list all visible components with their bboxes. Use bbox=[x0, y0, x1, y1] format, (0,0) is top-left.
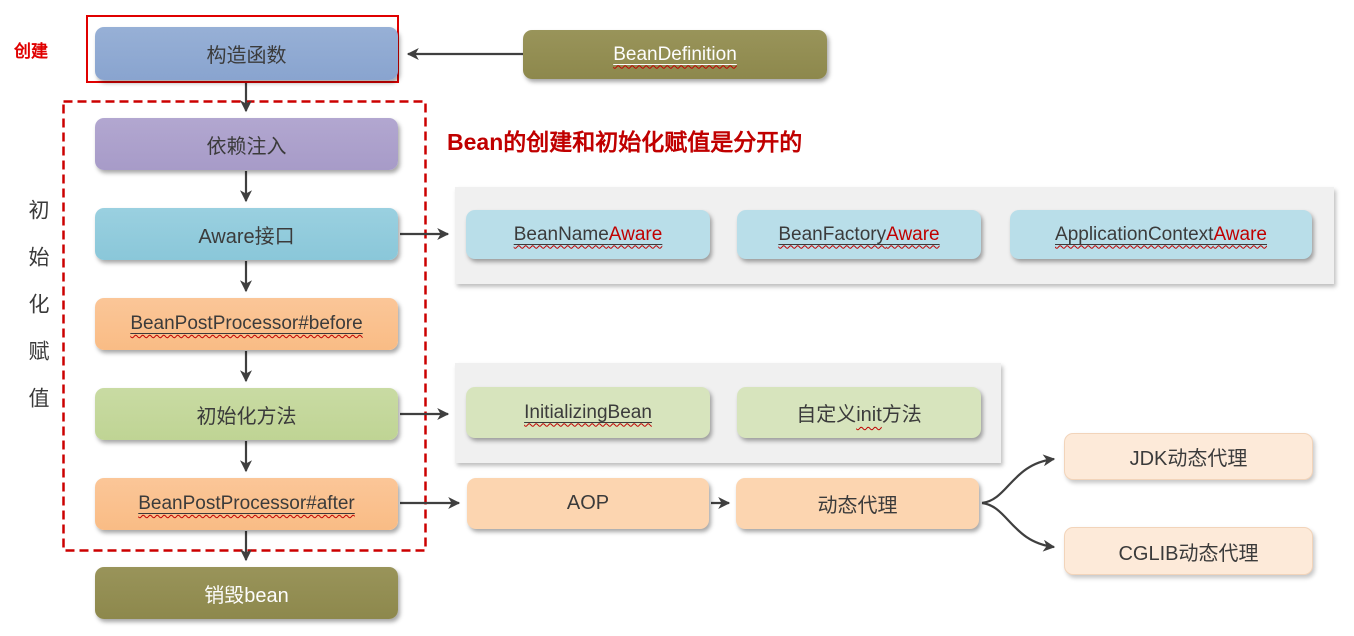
constructor-box: 构造函数 bbox=[95, 27, 398, 80]
jdk-proxy-box: JDK动态代理 bbox=[1064, 433, 1313, 480]
create-phase-label: 创建 bbox=[14, 42, 48, 61]
dynamic-proxy-box: 动态代理 bbox=[736, 478, 979, 529]
bpp-after-box: BeanPostProcessor#after bbox=[95, 478, 398, 530]
constructor-highlight-rect bbox=[86, 15, 399, 83]
bean-factory-aware-box: BeanFactoryAware bbox=[737, 210, 981, 259]
init-assign-phase-label: 初始化赋值 bbox=[26, 199, 49, 434]
bean-name-aware-box: BeanNameAware bbox=[466, 210, 710, 259]
cglib-proxy-box: CGLIB动态代理 bbox=[1064, 527, 1313, 575]
aware-interface-box: Aware接口 bbox=[95, 208, 398, 260]
init-method-box: 初始化方法 bbox=[95, 388, 398, 440]
initializing-bean-box: InitializingBean bbox=[466, 387, 710, 438]
application-context-aware-box: ApplicationContextAware bbox=[1010, 210, 1312, 259]
note-text: Bean的创建和初始化赋值是分开的 bbox=[447, 129, 803, 155]
arrow-proxy-to-jdk bbox=[981, 454, 1056, 505]
bpp-before-box: BeanPostProcessor#before bbox=[95, 298, 398, 350]
arrow-proxy-to-cglib bbox=[981, 501, 1056, 552]
destroy-bean-box: 销毁bean bbox=[95, 567, 398, 619]
bean-definition-box: BeanDefinition bbox=[523, 30, 827, 79]
custom-init-box: 自定义init方法 bbox=[737, 387, 981, 438]
aop-box: AOP bbox=[467, 478, 709, 529]
dependency-injection-box: 依赖注入 bbox=[95, 118, 398, 170]
